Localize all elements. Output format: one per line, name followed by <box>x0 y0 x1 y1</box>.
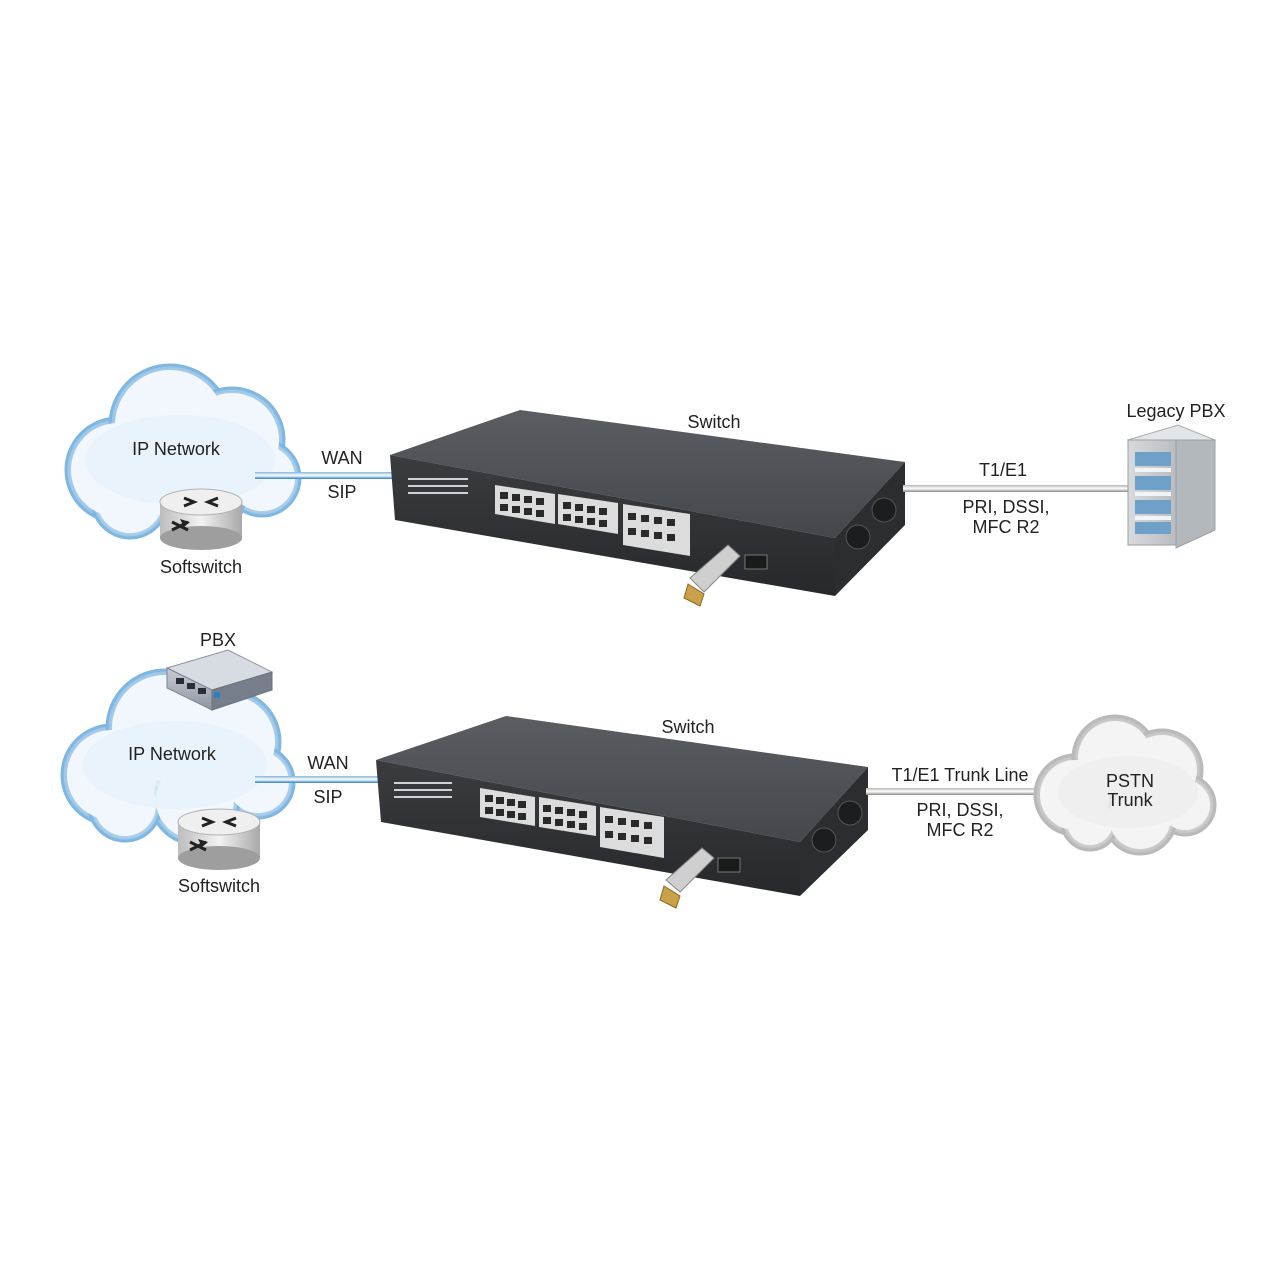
bottom-switch <box>376 716 868 896</box>
top-link-label: T1/E1 <box>979 460 1027 480</box>
bottom-pbx-label: PBX <box>200 630 236 650</box>
top-switch <box>390 410 905 596</box>
top-cloud-label: IP Network <box>132 439 221 459</box>
top-softswitch-label: Softswitch <box>160 557 242 577</box>
top-scenario: IP Network Softswitch WAN SIP <box>64 363 1226 607</box>
legacy-pbx-cabinet-icon <box>1126 424 1217 549</box>
pstn-label-line1: PSTN <box>1106 771 1154 791</box>
bottom-softswitch-label: Softswitch <box>178 876 260 896</box>
top-trunk-link <box>903 485 1128 492</box>
bottom-wan-label: WAN <box>307 753 348 773</box>
top-softswitch-icon <box>159 488 243 550</box>
bottom-protocol-line2: MFC R2 <box>927 820 994 840</box>
bottom-switch-port-bank <box>480 788 664 858</box>
bottom-switch-label: Switch <box>661 717 714 737</box>
bottom-wan-link <box>255 776 383 783</box>
bottom-protocol-line1: PRI, DSSI, <box>916 800 1003 820</box>
top-endpoint-label: Legacy PBX <box>1126 401 1225 421</box>
bottom-sfp-module <box>659 847 715 909</box>
bottom-link-label: T1/E1 Trunk Line <box>891 765 1028 785</box>
bottom-cloud-label: IP Network <box>128 744 217 764</box>
top-wan-label: WAN <box>321 448 362 468</box>
bottom-softswitch-icon <box>177 808 261 870</box>
bottom-trunk-link <box>866 788 1051 795</box>
pbx-device-icon <box>165 649 274 711</box>
bottom-sip-label: SIP <box>313 787 342 807</box>
top-sip-label: SIP <box>327 482 356 502</box>
top-switch-port-bank <box>495 485 690 556</box>
top-wan-link <box>255 472 395 479</box>
top-switch-label: Switch <box>687 412 740 432</box>
pstn-label-line2: Trunk <box>1107 790 1153 810</box>
top-protocol-line2: MFC R2 <box>973 517 1040 537</box>
top-protocol-line1: PRI, DSSI, <box>962 497 1049 517</box>
top-sfp-module <box>683 544 741 607</box>
bottom-scenario: IP Network PBX Softswitch W <box>60 630 1217 909</box>
pstn-trunk-cloud <box>1033 714 1217 856</box>
